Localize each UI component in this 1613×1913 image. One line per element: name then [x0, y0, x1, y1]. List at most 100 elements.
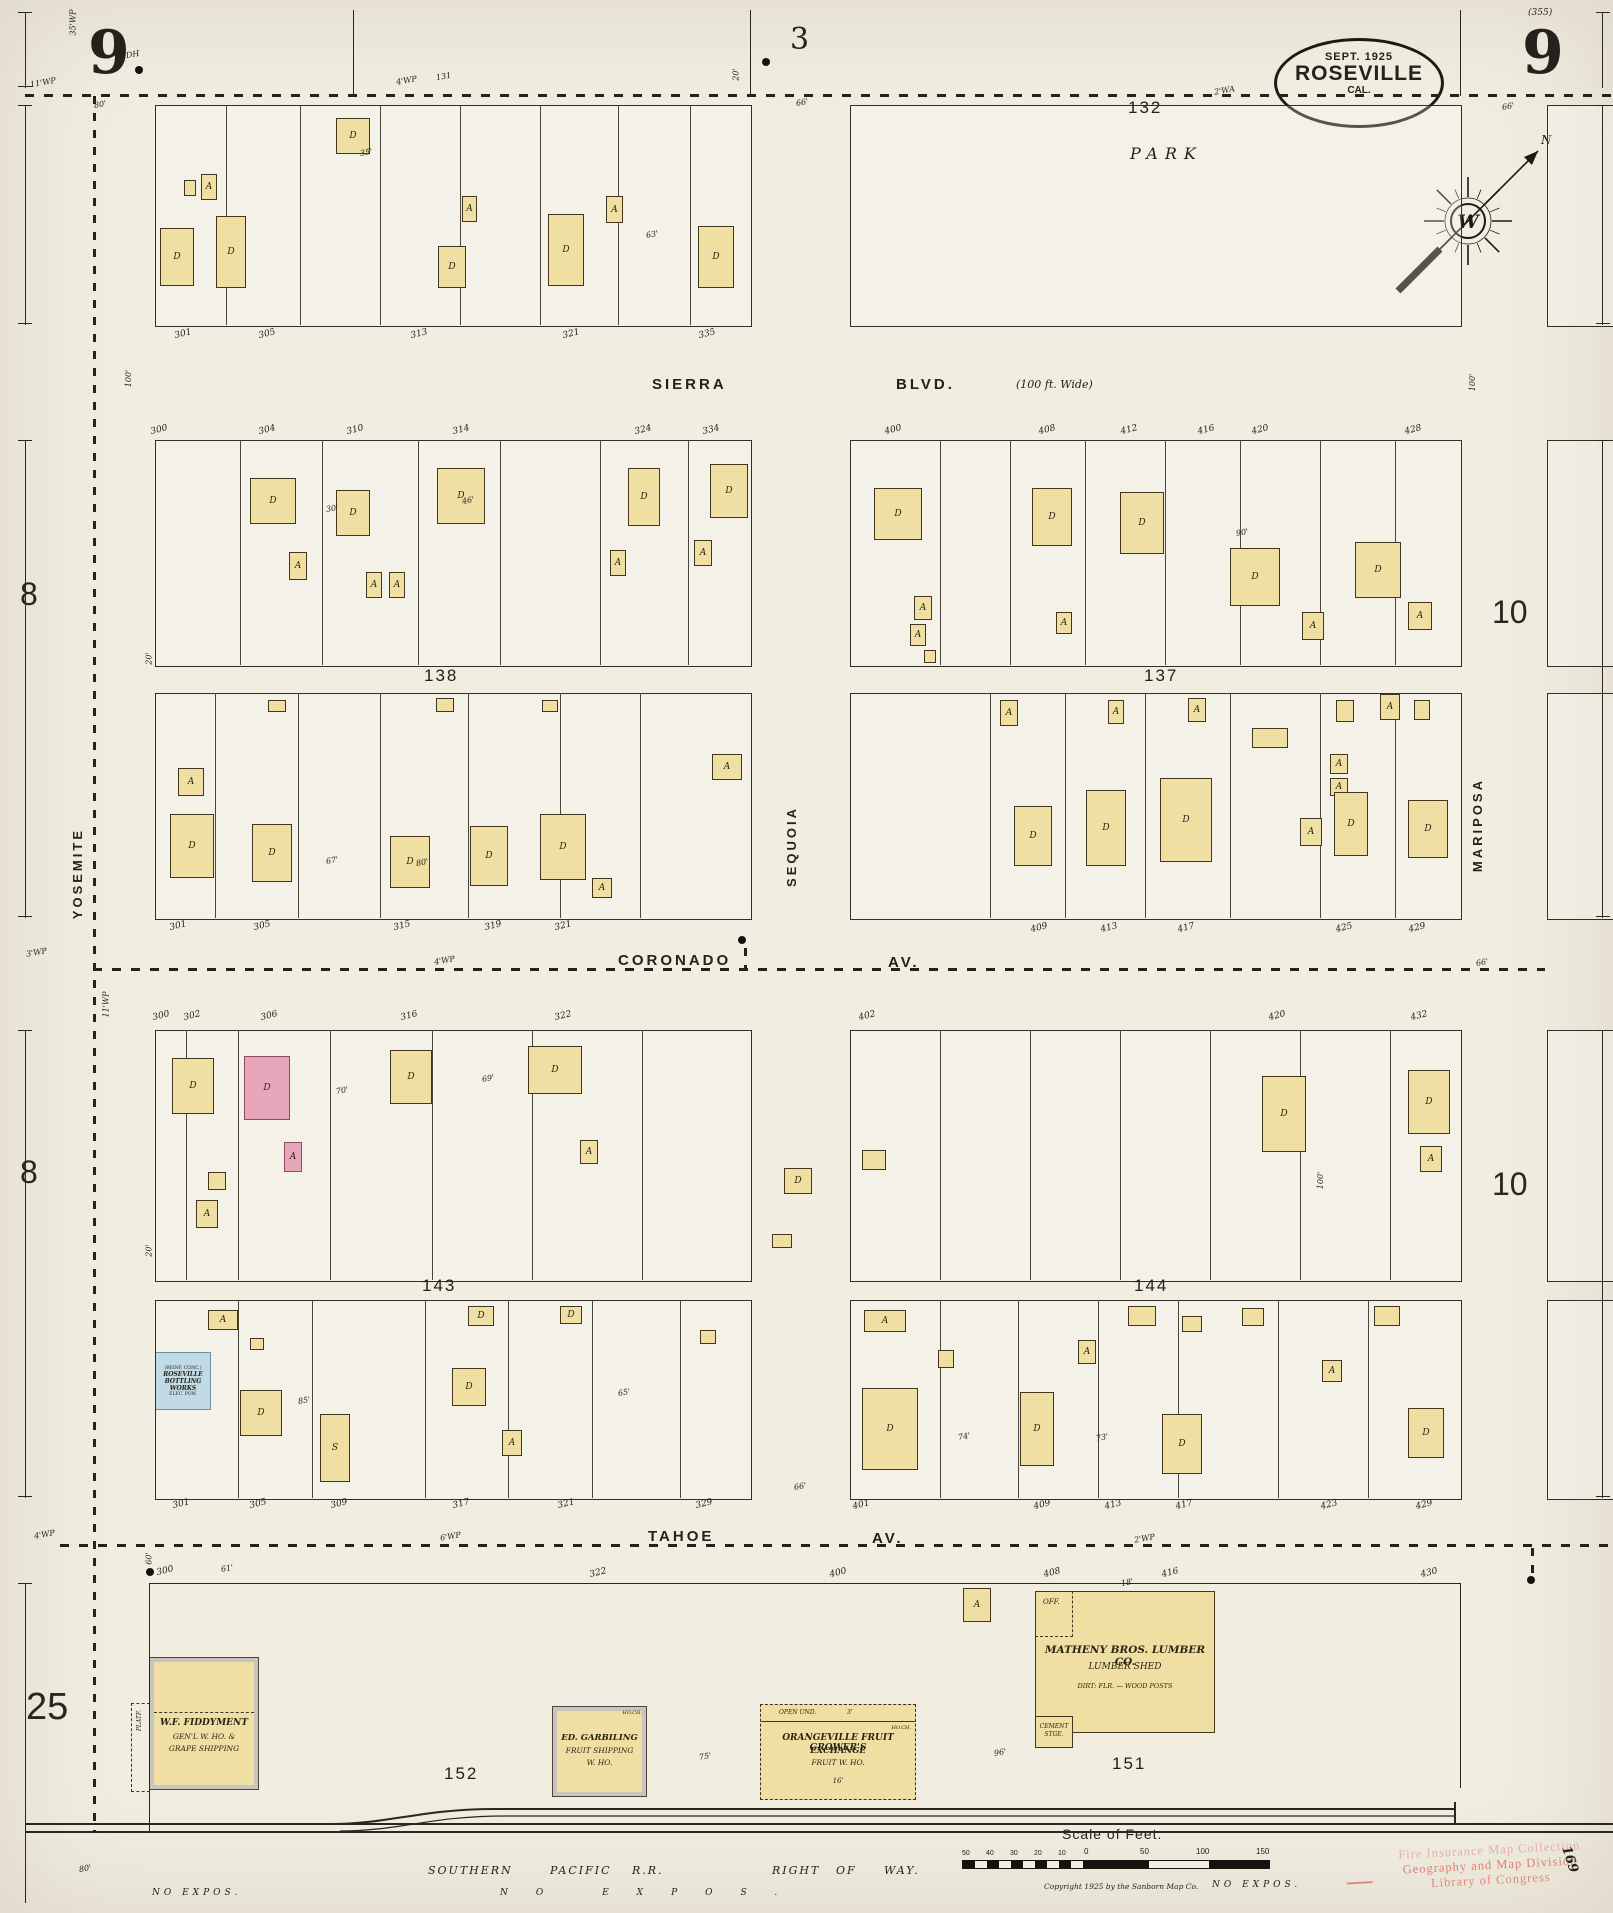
- lot-line: [592, 1300, 593, 1498]
- matheny-office: OFF.: [1035, 1591, 1073, 1637]
- dimension-label: 66': [795, 96, 810, 109]
- dimension-label: 66': [1475, 956, 1490, 969]
- dimension-label: 75': [698, 1750, 713, 1763]
- building: [700, 1330, 716, 1344]
- map-label: NO EXPOS.: [1212, 1880, 1302, 1890]
- map-label: 8: [20, 576, 38, 612]
- building: D: [172, 1058, 214, 1114]
- map-border-line: [1460, 10, 1462, 96]
- orangeville-divider: [761, 1721, 915, 1722]
- lot-line: [330, 1030, 331, 1280]
- scale-bar: [962, 1860, 1270, 1869]
- building: D: [710, 464, 748, 518]
- building: A: [366, 572, 382, 598]
- map-border-line: [1602, 1030, 1604, 1498]
- building: D: [628, 468, 660, 526]
- building: A: [610, 550, 626, 576]
- lot-line: [425, 1300, 426, 1498]
- building: D: [240, 1390, 282, 1436]
- address-label: 409: [1029, 921, 1049, 935]
- dimension-label: 100': [1468, 373, 1478, 392]
- lot-line: [540, 105, 541, 325]
- building: D: [1408, 1070, 1450, 1134]
- lot-line: [1098, 1300, 1099, 1498]
- orangeville-name-2: EXCHANGE: [810, 1746, 866, 1756]
- building: D: [250, 478, 296, 524]
- city-block: [850, 105, 1462, 327]
- map-label: 8: [20, 1154, 38, 1190]
- building: D: [244, 1056, 290, 1120]
- fiddyment-name: W.F. FIDDYMENT: [160, 1718, 248, 1728]
- map-label: BLVD.: [896, 376, 955, 393]
- address-label: 300: [149, 423, 169, 437]
- building: D: [1334, 792, 1368, 856]
- compass-rose-icon: W N: [1395, 133, 1552, 294]
- address-label: 413: [1099, 921, 1119, 935]
- map-date: SEPT. 1925: [1324, 51, 1394, 63]
- building: D: [468, 1306, 494, 1326]
- map-label: 144: [1134, 1276, 1169, 1295]
- building: D: [560, 1306, 582, 1324]
- building: D: [1408, 1408, 1444, 1458]
- map-label: 50: [1140, 1847, 1149, 1856]
- lot-line: [1390, 1030, 1391, 1280]
- bottling-note: (REINF. CONC.): [164, 1365, 202, 1371]
- dimension-label: 2'WP: [1133, 1532, 1156, 1545]
- street-centerline: [93, 96, 96, 1832]
- building: D: [470, 826, 508, 886]
- building: [208, 1172, 226, 1190]
- lot-line: [990, 693, 991, 918]
- building: A: [712, 754, 742, 780]
- utility-dot: [738, 936, 746, 944]
- utility-dot: [1527, 1576, 1535, 1584]
- building: D: [438, 246, 466, 288]
- lot-line: [500, 440, 501, 665]
- city-block: [850, 1300, 1462, 1500]
- lot-line: [508, 1300, 509, 1498]
- map-label: 25: [26, 1686, 69, 1728]
- map-label: 10: [1058, 1850, 1066, 1857]
- bottling-name-1: ROSEVILLE: [163, 1370, 203, 1378]
- address-label: 420: [1250, 423, 1270, 437]
- map-border-line: [18, 323, 32, 325]
- building: A: [914, 596, 932, 620]
- lot-line: [940, 1300, 941, 1498]
- map-label: 9: [1522, 18, 1564, 88]
- building: A: [1408, 602, 1432, 630]
- lot-line: [1085, 440, 1086, 665]
- address-label: 423: [1319, 1498, 1339, 1512]
- orangeville-name: ORANGEVILLE FRUIT GROWER'S: [782, 1733, 894, 1753]
- orangeville-open-dim: 3': [847, 1709, 853, 1716]
- building: D: [1120, 492, 1164, 554]
- lot-line: [380, 105, 381, 325]
- lot-line: [1018, 1300, 1019, 1498]
- garbiling-use-2: W. HO.: [586, 1758, 613, 1767]
- dimension-label: 4'WP: [433, 954, 456, 967]
- building: D: [437, 468, 485, 524]
- dimension-label: 61': [220, 1562, 235, 1575]
- map-label: 100: [1196, 1847, 1210, 1856]
- map-border-line: [25, 440, 27, 918]
- map-label: MARIPOSA: [1470, 778, 1485, 873]
- building: A: [963, 1588, 991, 1622]
- building: D: [390, 836, 430, 888]
- address-label: 401: [851, 1498, 871, 1512]
- address-label: 432: [1409, 1009, 1429, 1023]
- map-label: YOSEMITE: [70, 828, 85, 920]
- building: [436, 698, 454, 712]
- matheny-construction: DIRT: FLR. — WOOD POSTS: [1077, 1682, 1173, 1690]
- map-label: PARK: [1130, 144, 1203, 163]
- address-label: 305: [252, 919, 272, 933]
- map-label: 30: [1010, 1850, 1018, 1857]
- map-label: (100 ft. Wide): [1016, 378, 1093, 391]
- building: A: [462, 196, 477, 222]
- building: [184, 180, 196, 196]
- building: A: [1330, 778, 1348, 796]
- map-border-line: [18, 1496, 32, 1498]
- map-border-line: [25, 1030, 27, 1498]
- map-label: SIERRA: [652, 376, 727, 393]
- map-border-line: [149, 1583, 1460, 1585]
- building: A: [1322, 1360, 1342, 1382]
- map-border-line: [25, 1831, 1613, 1833]
